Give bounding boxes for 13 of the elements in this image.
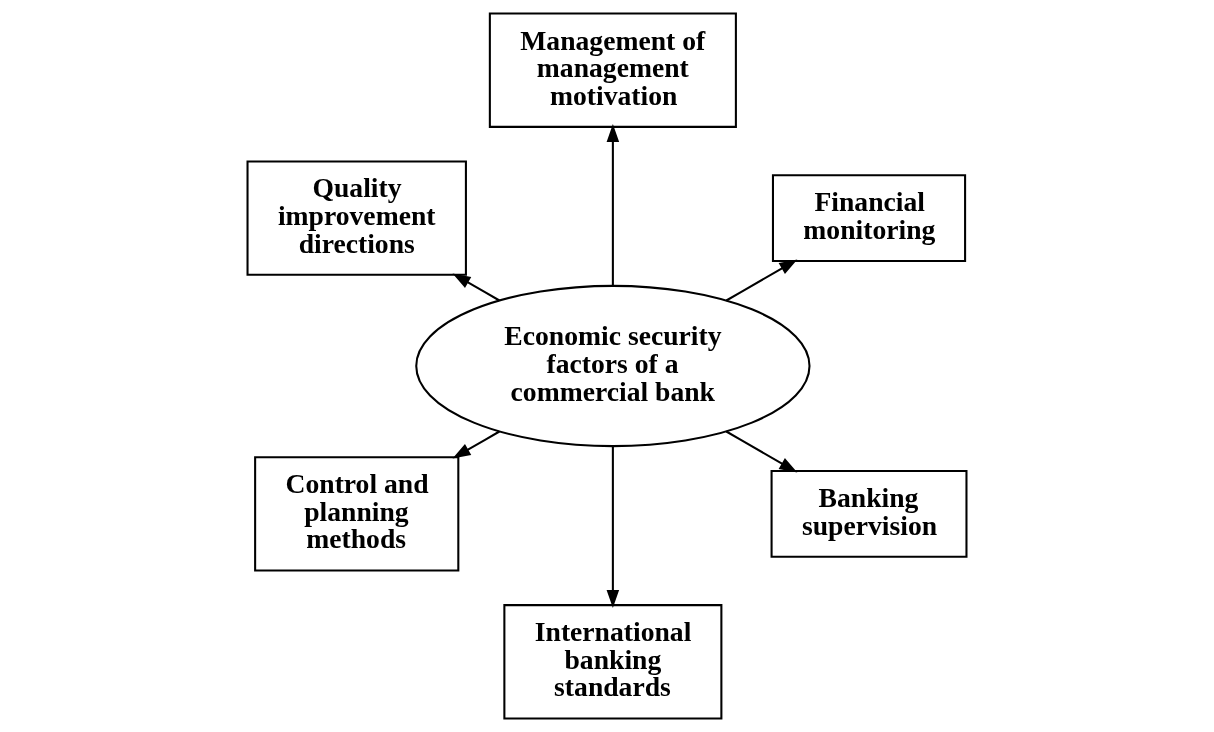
arrow — [452, 430, 500, 459]
node-box: Quality improvement directions — [246, 160, 467, 276]
arrow — [725, 430, 798, 473]
node-ellipse: Economic security factors of a commercial bank — [415, 284, 811, 448]
arrow — [606, 446, 620, 608]
node-box: Control and planning methods — [254, 456, 460, 572]
arrow — [725, 259, 798, 302]
arrow — [606, 124, 620, 286]
node-box: Management of management motivation — [488, 12, 737, 128]
node-box: Banking supervision — [770, 470, 968, 558]
node-box: International banking standards — [503, 604, 723, 720]
arrow — [452, 273, 500, 302]
node-box: Financial monitoring — [771, 174, 967, 262]
